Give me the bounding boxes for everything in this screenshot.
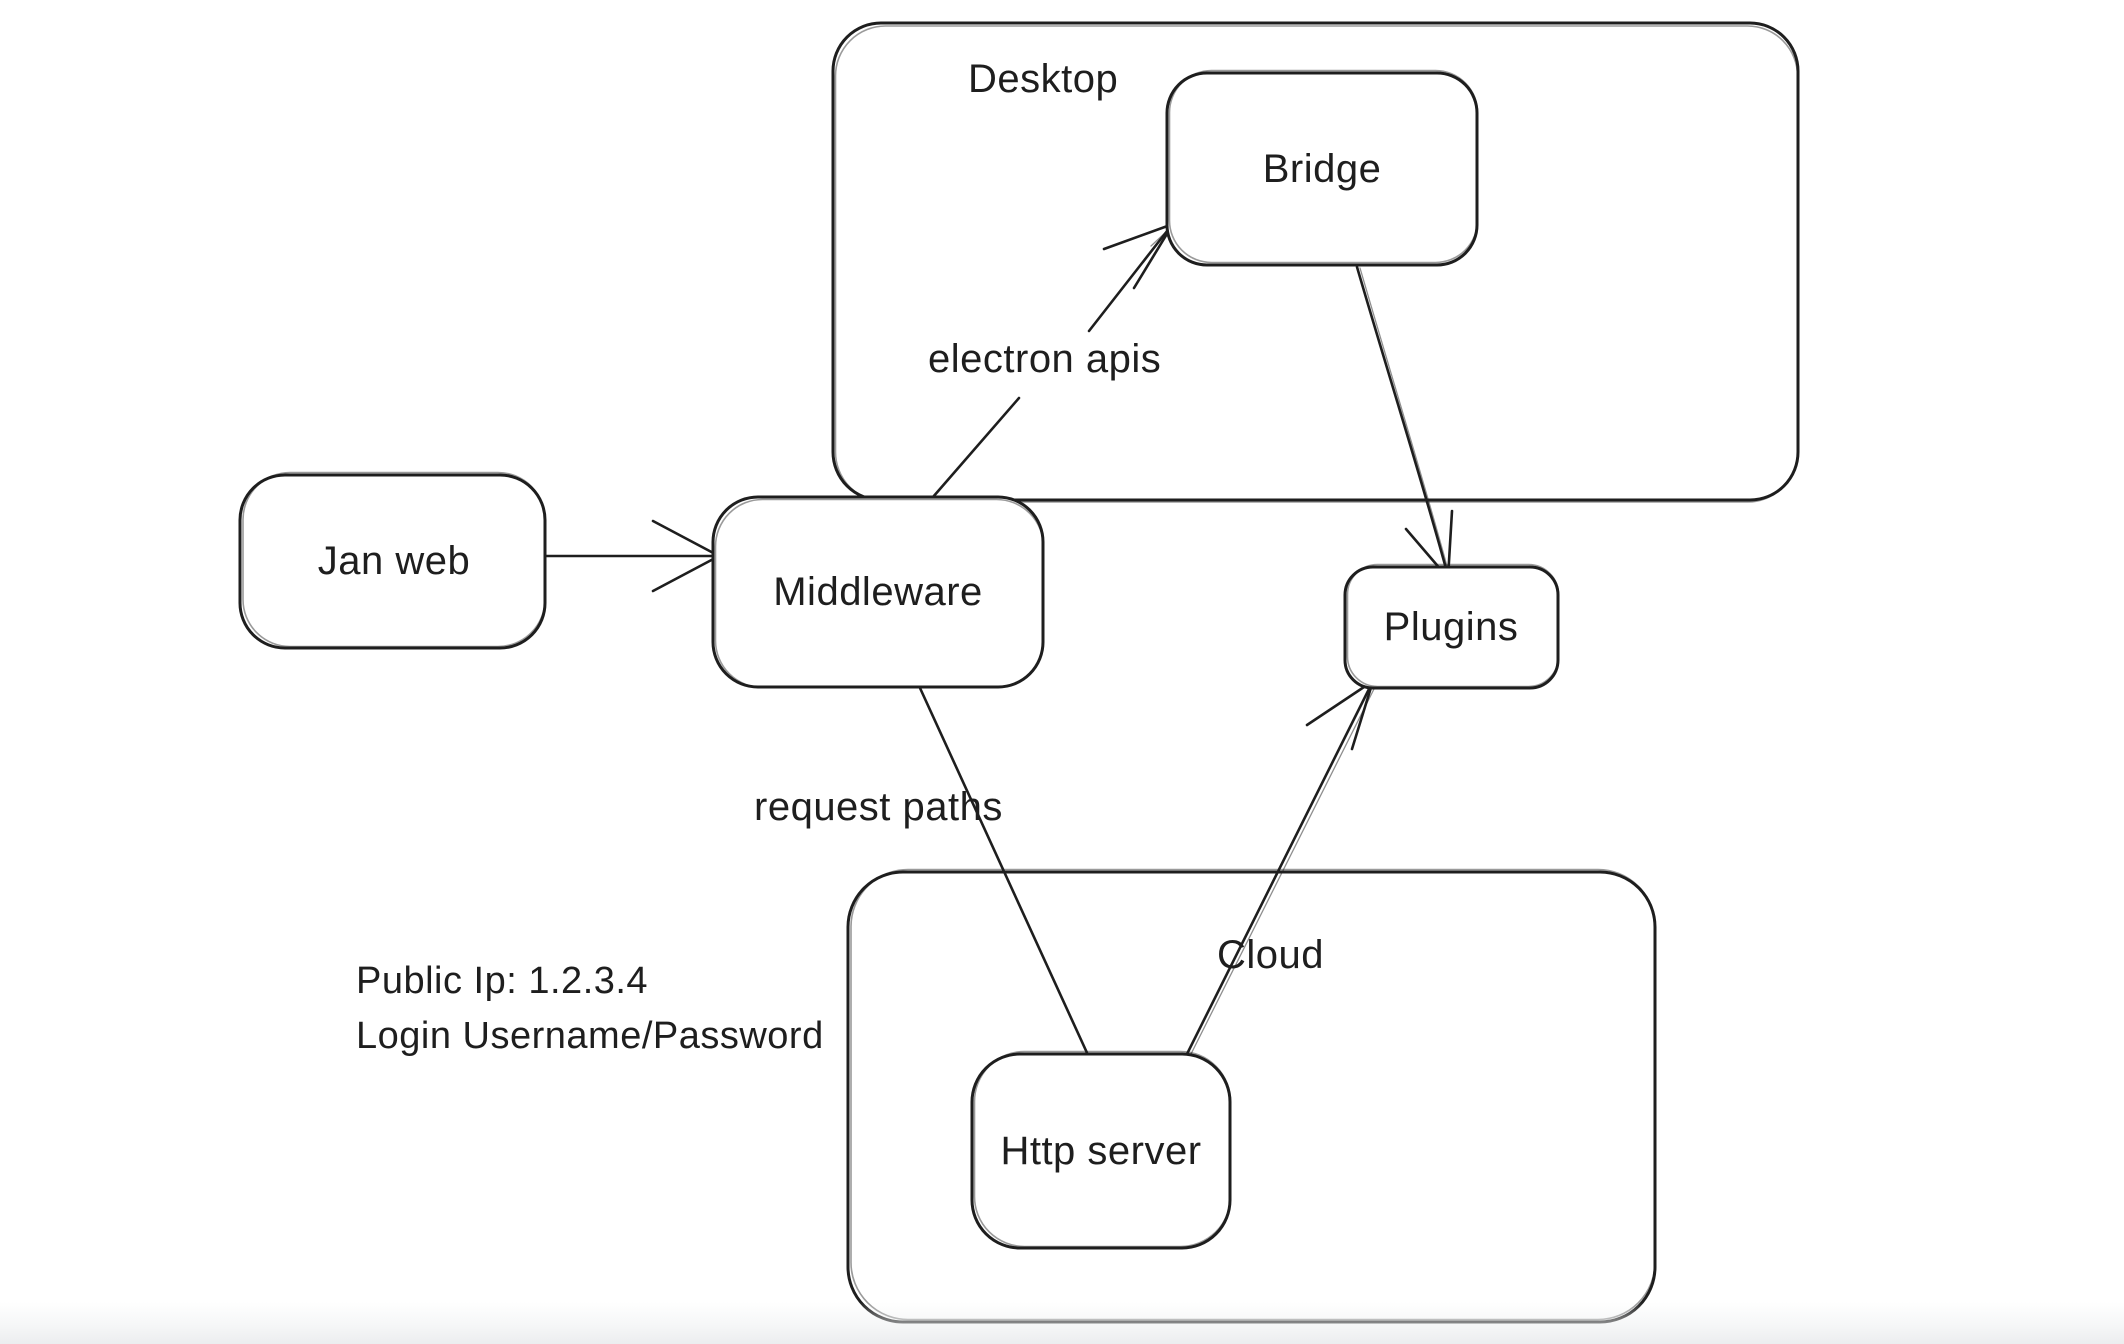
middleware-label[interactable]: Middleware — [773, 570, 983, 614]
middleware-sketch-stroke — [714, 498, 1045, 689]
desktop-frame-rect[interactable] — [831, 21, 1800, 502]
desktop-frame-label[interactable]: Desktop — [968, 57, 1118, 101]
plugins-sketch-stroke — [1346, 563, 1560, 688]
edge-line-lower-segment[interactable] — [931, 396, 1021, 499]
node-jan-web[interactable]: Jan web — [238, 471, 547, 650]
edge-line[interactable] — [918, 686, 1090, 1057]
edge-line[interactable] — [1185, 681, 1374, 1056]
node-http-server[interactable]: Http server — [970, 1050, 1232, 1250]
edge-bridge-to-plugins[interactable] — [1355, 265, 1454, 580]
middleware-rect[interactable] — [711, 495, 1045, 689]
node-middleware[interactable]: Middleware — [711, 495, 1045, 689]
edge-label-electron-apis[interactable]: electron apis — [928, 337, 1161, 381]
edge-line[interactable] — [1355, 265, 1450, 578]
http-server-rect[interactable] — [970, 1052, 1232, 1250]
edge-middleware-to-bridge[interactable]: electron apis — [928, 222, 1175, 499]
plugins-label[interactable]: Plugins — [1384, 605, 1519, 649]
desktop-frame-sketch-stroke — [834, 25, 1799, 503]
arrowhead-up-icon — [1305, 679, 1375, 751]
edge-middleware-to-http-server[interactable]: request paths — [754, 686, 1090, 1057]
bridge-rect[interactable] — [1165, 71, 1479, 267]
edge-line-upper-segment[interactable] — [1087, 224, 1173, 333]
jan-web-label[interactable]: Jan web — [318, 539, 470, 583]
jan-web-sketch-stroke — [242, 471, 546, 648]
bridge-label[interactable]: Bridge — [1263, 147, 1382, 191]
arrowhead-up-right-icon — [1102, 222, 1175, 290]
annotation-login[interactable]: Login Username/Password — [356, 1015, 824, 1057]
node-plugins[interactable]: Plugins — [1343, 563, 1560, 690]
edge-sketch-stroke — [1359, 267, 1449, 571]
http-server-label[interactable]: Http server — [1000, 1129, 1201, 1173]
jan-web-rect[interactable] — [238, 473, 547, 650]
plugins-rect[interactable] — [1343, 565, 1560, 690]
container-desktop[interactable]: Desktop — [831, 21, 1800, 503]
bridge-sketch-stroke — [1168, 69, 1479, 264]
cloud-frame-label[interactable]: Cloud — [1217, 933, 1324, 977]
annotation-credentials[interactable]: Public Ip: 1.2.3.4 Login Username/Passwo… — [356, 960, 824, 1057]
edge-label-request-paths[interactable]: request paths — [754, 785, 1003, 829]
annotation-public-ip[interactable]: Public Ip: 1.2.3.4 — [356, 960, 648, 1002]
node-bridge[interactable]: Bridge — [1165, 69, 1479, 267]
edge-sketch-stroke — [1190, 686, 1376, 1055]
arrowhead-sketch-stroke — [1150, 231, 1167, 247]
container-cloud[interactable]: Cloud — [846, 868, 1657, 1324]
http-server-sketch-stroke — [973, 1050, 1232, 1248]
edge-http-server-to-plugins[interactable] — [1185, 679, 1376, 1056]
edge-jan-web-to-middleware[interactable] — [544, 519, 721, 593]
